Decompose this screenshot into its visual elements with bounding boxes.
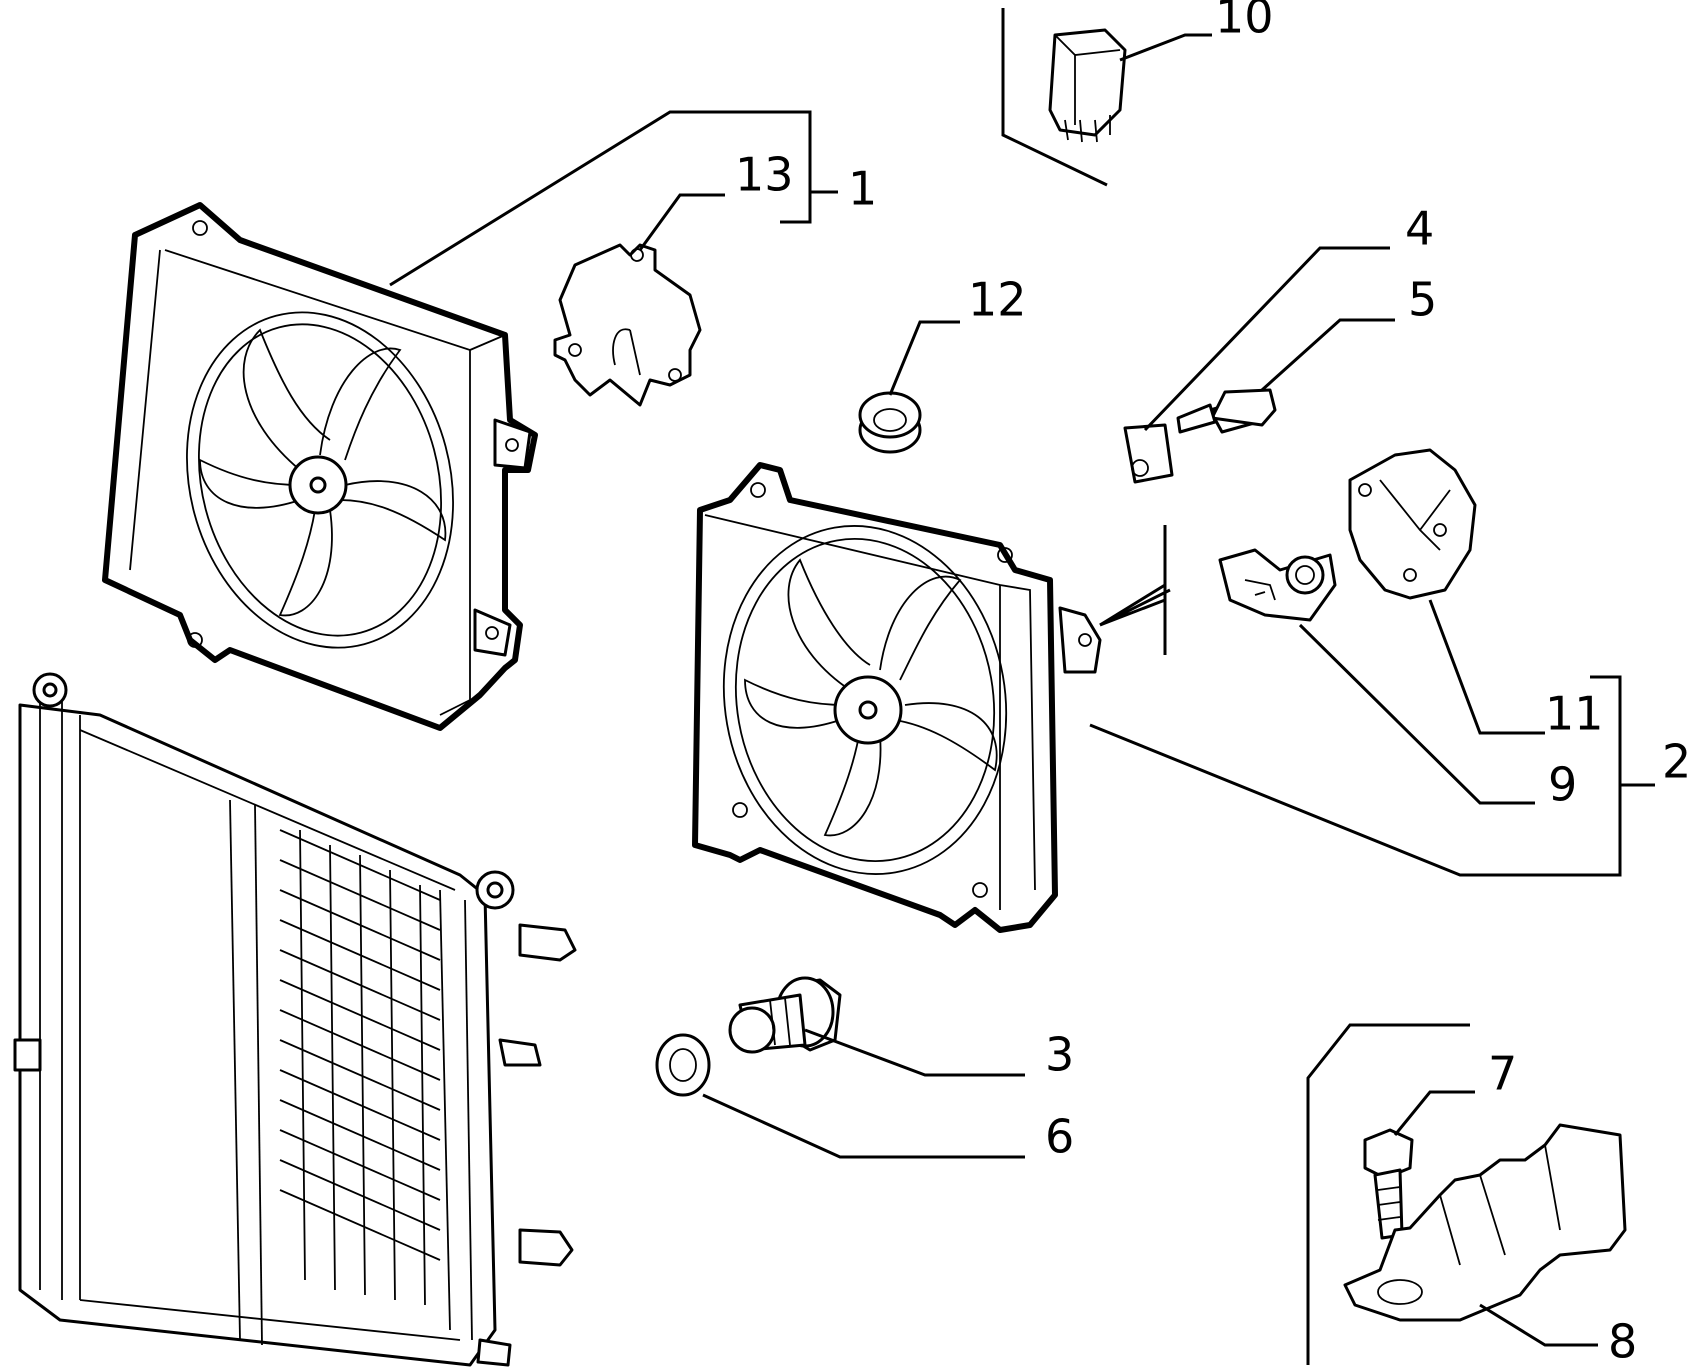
part-3-switch [728,976,842,1054]
bracket-group-bracket [1306,1023,1470,1365]
callout-4: 4 [1405,202,1434,256]
leader-6 [702,1093,1025,1159]
leader-13 [638,193,725,251]
callout-7: 7 [1488,1047,1517,1101]
part-13-cover [553,243,702,407]
part-8-bracket [1343,1123,1627,1322]
callout-6: 6 [1045,1110,1074,1164]
part-10-relay [1048,28,1127,143]
radiator [13,672,577,1367]
part-9-resistor [1218,548,1337,622]
fan-assembly-2 [692,462,1102,933]
callout-2: 2 [1662,735,1687,789]
part-6-washer [655,1033,711,1097]
part-7-bolt [1363,1128,1414,1240]
leader-2-fan [1089,675,1622,877]
part-5-screw [1176,388,1277,434]
leader-1-top [389,110,812,287]
fan-assembly-1 [102,202,538,731]
leader-4 [1143,246,1390,432]
part-4-nut [1123,423,1174,484]
radiator-core-grid [279,829,441,1306]
leader-7 [1393,1090,1475,1136]
callout-11: 11 [1545,687,1604,741]
part-11-cover [1348,448,1477,600]
leader-5 [1260,318,1395,392]
leader-10 [1119,33,1212,62]
callout-9: 9 [1548,758,1577,812]
part-12-grommet [858,391,922,454]
leader-12 [888,320,960,396]
callout-1: 1 [848,162,877,216]
callout-10: 10 [1215,0,1274,44]
callout-12: 12 [968,273,1027,327]
callout-3: 3 [1045,1028,1074,1082]
leader-8 [1479,1303,1598,1347]
leader-11 [1428,599,1545,735]
group-divider-1b [1099,583,1166,627]
relay-group-bracket [1001,8,1108,187]
callout-8: 8 [1608,1315,1637,1369]
callout-5: 5 [1408,273,1437,327]
leader-3 [804,1028,1025,1077]
leader-9 [1298,623,1535,805]
callout-13: 13 [735,148,794,202]
